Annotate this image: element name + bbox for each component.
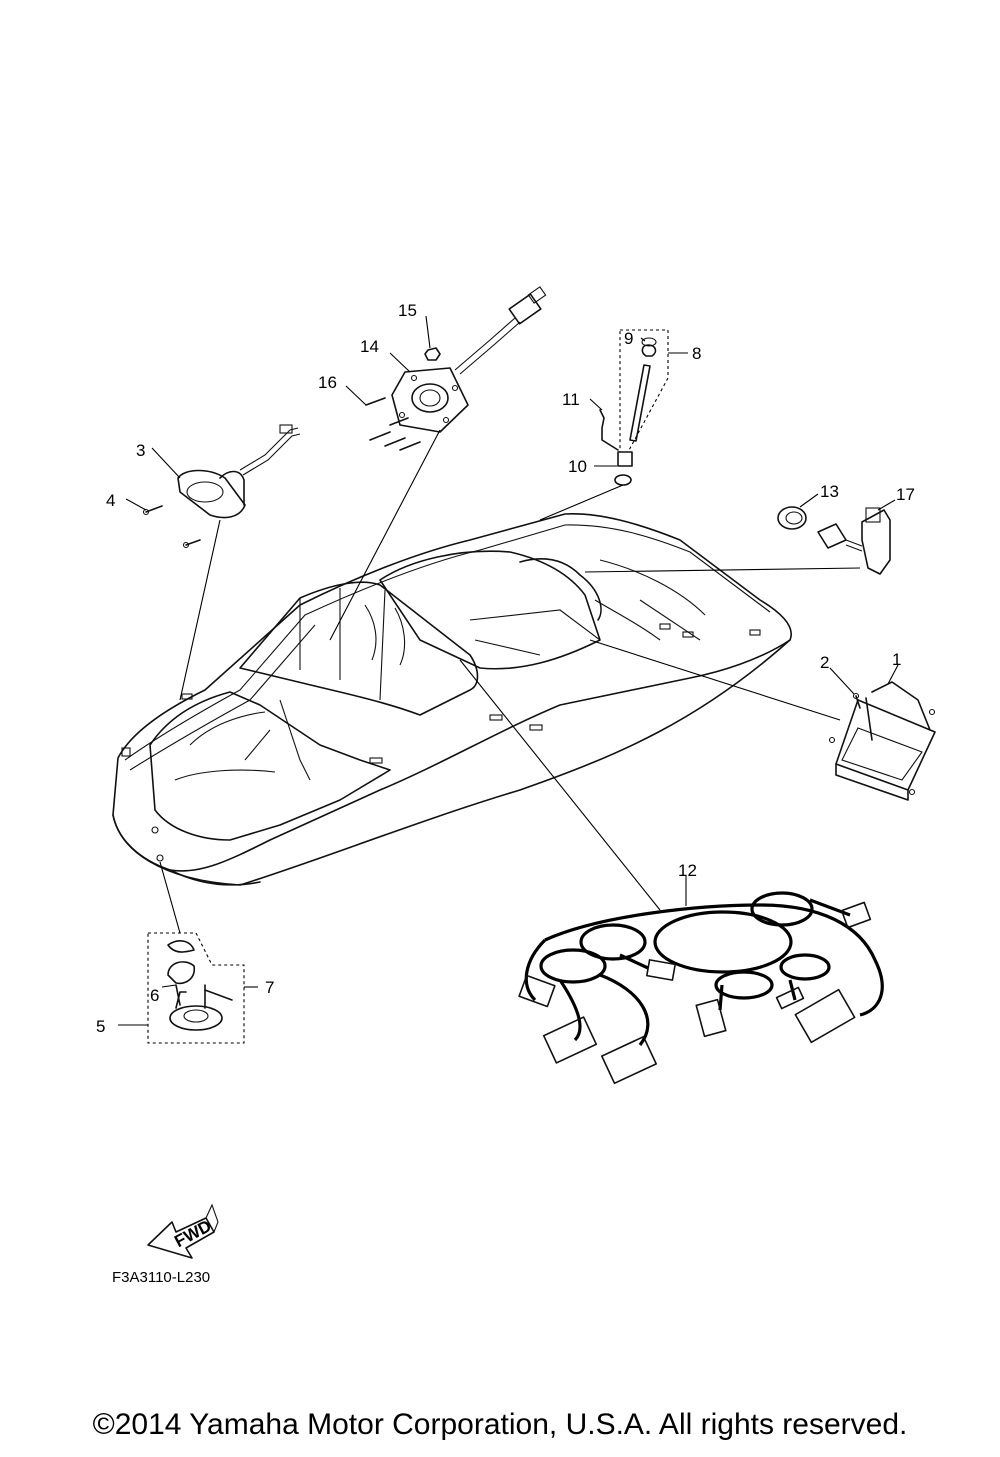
callout-16: 16 (318, 373, 337, 392)
fwd-arrow-icon: FWD (147, 1203, 219, 1259)
clip-part-11 (599, 409, 619, 451)
callout-4: 4 (106, 491, 115, 510)
screw-part-7 (204, 984, 233, 1009)
battery-bracket-part-1 (828, 681, 936, 801)
fwd-label: FWD (171, 1216, 214, 1251)
callout-12: 12 (678, 861, 697, 880)
callout-1: 1 (892, 650, 901, 669)
drawing-code: F3A3110-L230 (112, 1269, 210, 1286)
callout-15: 15 (398, 301, 417, 320)
callout-3: 3 (136, 441, 145, 460)
flange-plate-part-14 (391, 286, 547, 433)
bolt-part-6 (175, 984, 181, 1006)
callout-6: 6 (150, 986, 159, 1005)
seal-part-13 (777, 506, 807, 530)
copyright-footer: ©2014 Yamaha Motor Corporation, U.S.A. A… (92, 1408, 908, 1441)
boat-hull (112, 512, 792, 886)
screw-part-4 (142, 505, 201, 549)
callout-2: 2 (820, 653, 829, 672)
callout-13: 13 (820, 482, 839, 501)
callout-10: 10 (568, 457, 587, 476)
gauge-housing-part-3 (177, 424, 301, 519)
wiring-harness-part-12 (518, 891, 884, 1085)
callout-9: 9 (624, 329, 633, 348)
screw-part-16 (365, 397, 421, 451)
callout-7: 7 (265, 978, 274, 997)
fitting-part-10 (614, 451, 633, 486)
callout-8: 8 (692, 344, 701, 363)
screw-part-2 (852, 692, 861, 709)
tow-eye-assembly-part-5 (147, 932, 245, 1044)
callout-17: 17 (896, 485, 915, 504)
hose-assembly-part-8 (619, 329, 669, 453)
callout-11: 11 (562, 390, 580, 409)
callout-14: 14 (360, 337, 379, 356)
cap-part-9 (641, 337, 657, 347)
sensor-part-17 (817, 507, 891, 575)
nut-part-15 (424, 347, 441, 361)
leader-lines (118, 315, 899, 1026)
callout-5: 5 (96, 1017, 105, 1036)
callout-labels: 1 2 3 4 5 6 7 8 9 10 11 12 13 14 15 16 1… (96, 301, 915, 1036)
